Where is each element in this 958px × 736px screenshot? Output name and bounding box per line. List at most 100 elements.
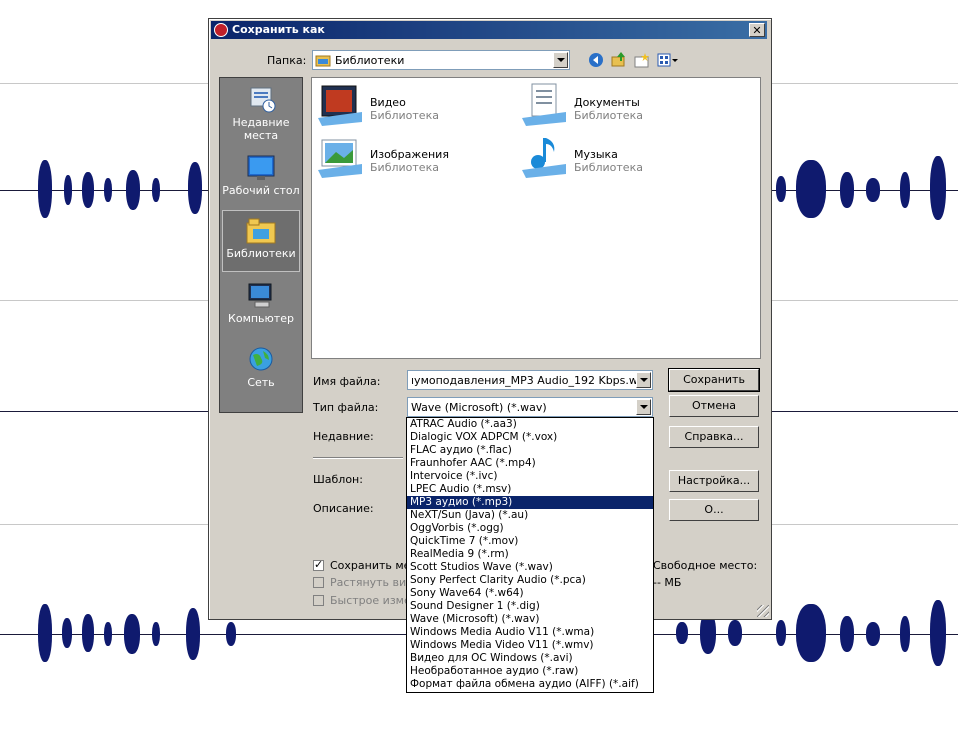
place-network[interactable]: Сеть <box>222 340 300 402</box>
images-library-icon <box>318 134 362 178</box>
waveform-peak <box>840 616 854 652</box>
fast-change-checkbox[interactable] <box>313 595 324 606</box>
filetype-option-selected[interactable]: MP3 аудио (*.mp3) <box>407 496 653 509</box>
folder-value: Библиотеки <box>335 54 405 67</box>
save-meta-label: Сохранить мет <box>330 559 417 572</box>
stretch-video-label: Растянуть виде <box>330 576 421 589</box>
filetype-option[interactable]: RealMedia 9 (*.rm) <box>410 548 509 560</box>
waveform-peak <box>38 604 52 662</box>
place-recent-places[interactable]: Недавние места <box>222 80 300 146</box>
waveform-peak <box>676 622 688 644</box>
save-as-dialog: Сохранить как ✕ Папка: Библиотеки Недавн… <box>208 18 772 620</box>
back-icon[interactable] <box>588 52 604 68</box>
filetype-option[interactable]: Формат файла обмена аудио (AIFF) (*.aif) <box>410 678 639 690</box>
waveform-peak <box>728 620 742 646</box>
folder-library-icon <box>315 54 331 67</box>
about-button[interactable]: О... <box>669 499 759 521</box>
filetype-option[interactable]: Sound Designer 1 (*.dig) <box>410 600 540 612</box>
settings-button[interactable]: Настройка... <box>669 470 759 492</box>
filetype-label: Тип файла: <box>313 401 379 414</box>
filetype-option[interactable]: LPEC Audio (*.msv) <box>410 483 512 495</box>
library-name: Документы <box>574 96 640 109</box>
waveform-peak <box>866 178 880 202</box>
folder-label: Папка: <box>267 54 307 67</box>
view-menu-icon[interactable] <box>657 52 679 68</box>
waveform-peak <box>124 614 140 654</box>
resize-grip[interactable] <box>757 605 769 617</box>
place-libraries[interactable]: Библиотеки <box>222 210 300 272</box>
library-item-video[interactable]: Видео Библиотека <box>314 80 504 128</box>
waveform-peak <box>188 162 202 214</box>
desktop-icon <box>245 154 277 182</box>
stretch-video-checkbox[interactable] <box>313 577 324 588</box>
dialog-title: Сохранить как <box>232 23 325 36</box>
filetype-option[interactable]: Видео для ОС Windows (*.avi) <box>410 652 573 664</box>
waveform-peak <box>930 156 946 220</box>
library-name: Видео <box>370 96 406 109</box>
separator <box>313 457 403 459</box>
filetype-option[interactable]: Windows Media Video V11 (*.wmv) <box>410 639 594 651</box>
recent-label: Недавние: <box>313 430 374 443</box>
chevron-down-icon[interactable] <box>636 372 651 388</box>
library-item-images[interactable]: Изображения Библиотека <box>314 132 504 180</box>
filetype-option[interactable]: FLAC аудио (*.flac) <box>410 444 512 456</box>
filetype-option[interactable]: Intervoice (*.ivc) <box>410 470 498 482</box>
library-item-music[interactable]: Музыка Библиотека <box>518 132 708 180</box>
filetype-option[interactable]: Sony Perfect Clarity Audio (*.pca) <box>410 574 586 586</box>
waveform-peak <box>900 616 910 652</box>
waveform-peak <box>776 176 786 202</box>
waveform-peak <box>82 614 94 652</box>
filetype-option[interactable]: Необработанное аудио (*.raw) <box>410 665 579 677</box>
filetype-option[interactable]: Windows Media Audio V11 (*.wma) <box>410 626 595 638</box>
free-space-value: -- МБ <box>653 576 682 589</box>
chevron-down-icon[interactable] <box>553 52 568 68</box>
filetype-option[interactable]: Wave (Microsoft) (*.wav) <box>410 613 540 625</box>
filetype-option[interactable]: Dialogic VOX ADPCM (*.vox) <box>410 431 558 443</box>
filename-input[interactable]: ıумоподавления_MP3 Audio_192 Kbps.wav <box>407 370 653 390</box>
filetype-option[interactable]: ATRAC Audio (*.aa3) <box>410 418 517 430</box>
chevron-down-icon[interactable] <box>636 399 651 415</box>
place-computer[interactable]: Компьютер <box>222 276 300 338</box>
waveform-peak <box>186 608 200 660</box>
save-button[interactable]: Сохранить <box>668 368 760 392</box>
filetype-option[interactable]: QuickTime 7 (*.mov) <box>410 535 519 547</box>
waveform-peak <box>776 620 786 646</box>
waveform-peak <box>866 622 880 646</box>
folder-select[interactable]: Библиотеки <box>312 50 570 70</box>
template-label: Шаблон: <box>313 473 363 486</box>
waveform-peak <box>796 604 826 662</box>
filetype-option[interactable]: OggVorbis (*.ogg) <box>410 522 504 534</box>
cancel-button[interactable]: Отмена <box>669 395 759 417</box>
library-subtitle: Библиотека <box>574 161 643 174</box>
recent-places-icon <box>245 86 277 114</box>
filetype-value: Wave (Microsoft) (*.wav) <box>411 401 547 414</box>
title-bar[interactable]: Сохранить как ✕ <box>211 21 767 39</box>
close-button[interactable]: ✕ <box>749 23 765 37</box>
help-button[interactable]: Справка... <box>669 426 759 448</box>
filetype-option[interactable]: NeXT/Sun (Java) (*.au) <box>410 509 529 521</box>
filetype-option[interactable]: Scott Studios Wave (*.wav) <box>410 561 553 573</box>
app-icon <box>214 23 228 37</box>
filetype-option[interactable]: Fraunhofer AAC (*.mp4) <box>410 457 536 469</box>
place-label: Сеть <box>247 376 275 389</box>
library-subtitle: Библиотека <box>574 109 643 122</box>
library-name: Изображения <box>370 148 449 161</box>
library-name: Музыка <box>574 148 618 161</box>
filetype-select[interactable]: Wave (Microsoft) (*.wav) <box>407 397 653 417</box>
waveform-peak <box>700 612 716 654</box>
place-label: Недавние места <box>232 116 290 142</box>
new-folder-icon[interactable] <box>634 52 650 68</box>
place-label: Рабочий стол <box>222 184 300 197</box>
up-folder-icon[interactable] <box>611 51 627 67</box>
filetype-option[interactable]: Sony Wave64 (*.w64) <box>410 587 524 599</box>
waveform-peak <box>930 600 946 666</box>
save-meta-checkbox[interactable] <box>313 558 324 571</box>
filename-label: Имя файла: <box>313 375 381 388</box>
library-item-documents[interactable]: Документы Библиотека <box>518 80 708 128</box>
waveform-peak <box>104 622 112 646</box>
waveform-peak <box>840 172 854 208</box>
libraries-icon <box>245 217 277 245</box>
place-desktop[interactable]: Рабочий стол <box>222 148 300 206</box>
library-subtitle: Библиотека <box>370 109 439 122</box>
waveform-peak <box>38 160 52 218</box>
